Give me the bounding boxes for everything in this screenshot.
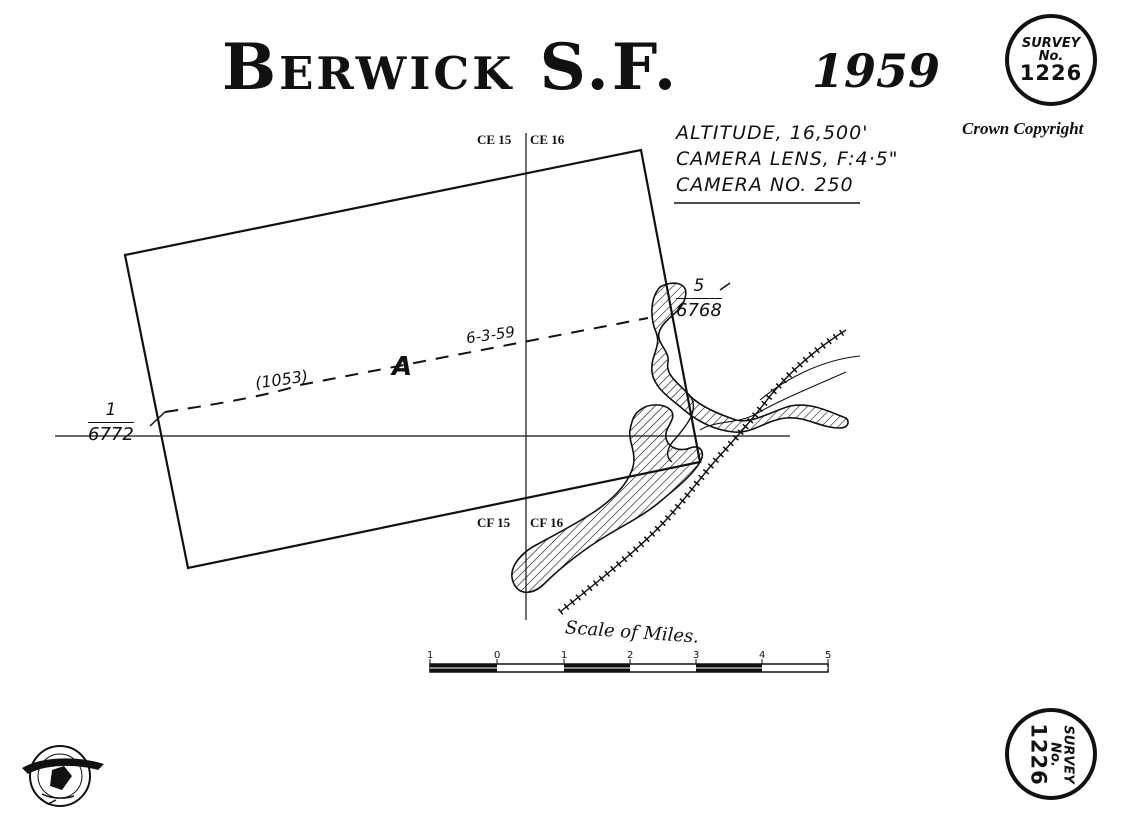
railway-ties <box>557 327 848 615</box>
inlet-upper <box>651 282 849 433</box>
photo-start-code: 6772 <box>88 424 134 445</box>
survey-badge-top: SURVEY No. 1226 <box>1005 14 1097 106</box>
survey-number: 1226 <box>1026 722 1051 786</box>
photo-end-arrow <box>719 282 731 291</box>
camera-lens-text: CAMERA LENS, F:4·5" <box>676 148 899 170</box>
flight-line <box>164 317 649 413</box>
scale-tick: 1 <box>561 650 568 661</box>
survey-word: SURVEY <box>1060 724 1076 784</box>
photo-start-label: 1 6772 <box>88 402 134 444</box>
survey-abbr: No. <box>1038 48 1064 64</box>
altitude-text: ALTITUDE, 16,500' <box>676 122 869 144</box>
sheet-label-cf16: CF 16 <box>530 515 564 530</box>
flight-info: ALTITUDE, 16,500' CAMERA LENS, F:4·5" CA… <box>676 120 898 198</box>
photo-end-number: 5 <box>676 278 722 299</box>
survey-word: SURVEY <box>1021 35 1081 51</box>
copyright-text: Crown Copyright <box>962 119 1084 138</box>
nz-aerial-mapping-logo-icon <box>22 745 104 807</box>
sheet-label-ce16: CE 16 <box>530 132 565 147</box>
scale-tick: 5 <box>825 650 832 661</box>
survey-number: 1226 <box>1019 60 1083 85</box>
survey-badge-bottom: SURVEY No. 1226 <box>1005 708 1097 800</box>
sheet-label-ce15: CE 15 <box>477 132 512 147</box>
map-year: 1959 <box>812 44 941 98</box>
photo-start-number: 1 <box>88 402 134 423</box>
scale-bar <box>429 659 829 673</box>
scale-tick: 2 <box>627 650 634 661</box>
scale-tick: 4 <box>759 650 766 661</box>
camera-number-text: CAMERA NO. 250 <box>676 174 854 196</box>
harbour-shape <box>511 404 704 594</box>
scale-tick: 0 <box>494 650 501 661</box>
scale-tick: 1 <box>427 650 434 661</box>
sheet-label-cf15: CF 15 <box>477 515 511 530</box>
flight-run-letter: A <box>392 352 413 382</box>
photo-start-leader <box>149 411 166 427</box>
photo-end-code: 6768 <box>676 300 722 321</box>
map-title: Berwick S.F. <box>222 30 680 105</box>
scale-tick: 3 <box>693 650 700 661</box>
photo-end-label: 5 6768 <box>676 278 722 320</box>
river-channel <box>666 395 695 463</box>
